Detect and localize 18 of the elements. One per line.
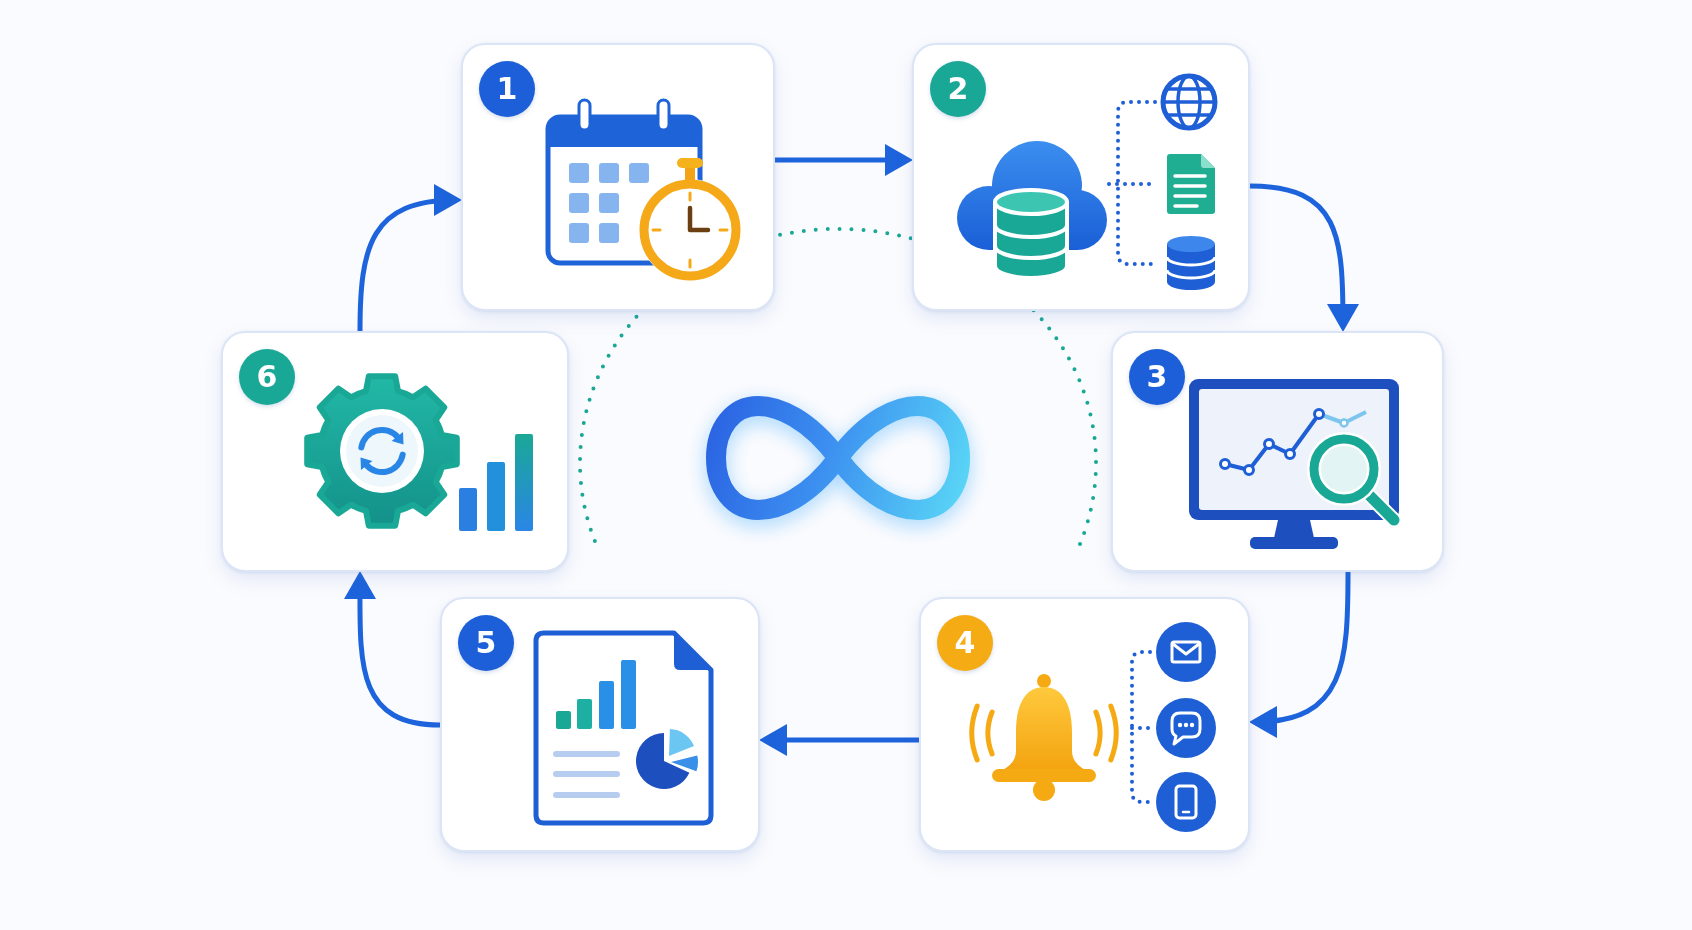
step-number: 3: [1129, 349, 1185, 405]
arrow: [759, 724, 919, 756]
step-card: [1111, 331, 1444, 572]
step-number: 2: [930, 61, 986, 117]
step-card: [221, 331, 569, 572]
step-number: 6: [239, 349, 295, 405]
arrow: [357, 185, 462, 332]
arrow: [343, 571, 441, 728]
arrow: [1249, 183, 1359, 332]
step-card: [461, 43, 775, 311]
step-card: [912, 43, 1250, 311]
arrow: [1249, 572, 1351, 737]
step-card: [440, 597, 760, 852]
step-number: 4: [937, 615, 993, 671]
arrow: [775, 144, 913, 176]
step-number: 1: [479, 61, 535, 117]
step-card: [919, 597, 1250, 852]
step-number: 5: [458, 615, 514, 671]
